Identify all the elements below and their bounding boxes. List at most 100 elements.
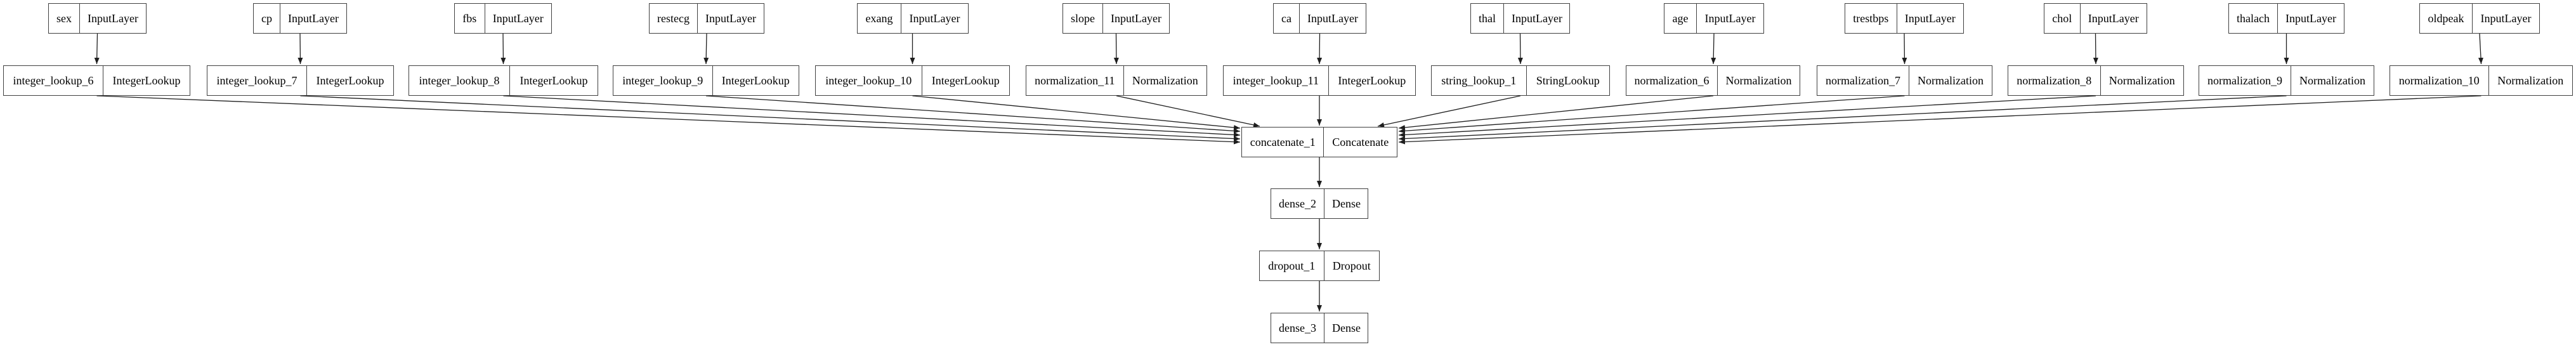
layer-type: Normalization (1132, 74, 1198, 87)
node-ca: ca InputLayer (1273, 3, 1366, 34)
layer-type: StringLookup (1536, 74, 1600, 87)
layer-name: ca (1274, 4, 1300, 33)
edge-il8-concat (503, 95, 1241, 138)
layer-name: dense_2 (1271, 189, 1324, 218)
edge-sex (94, 33, 100, 65)
layer-type: Normalization (2109, 74, 2175, 87)
edge-norm8-concat (1398, 95, 2096, 138)
node-exang: exang InputLayer (857, 3, 969, 34)
layer-name: integer_lookup_11 (1224, 66, 1329, 95)
layer-type: InputLayer (2285, 11, 2336, 25)
edge-sl1-concat (1377, 95, 1521, 128)
layer-name: dropout_1 (1260, 251, 1324, 280)
edge-cp (297, 33, 303, 65)
node-normalization-6: normalization_6 Normalization (1626, 65, 1800, 96)
layer-type: Dense (1331, 197, 1361, 210)
layer-type: InputLayer (705, 11, 756, 25)
layer-type: InputLayer (492, 11, 544, 25)
layer-name: dense_3 (1271, 313, 1324, 343)
layer-type: IntegerLookup (316, 74, 384, 87)
node-oldpeak: oldpeak InputLayer (2419, 3, 2540, 34)
node-concatenate-1: concatenate_1 Concatenate (1241, 127, 1397, 157)
edge-slope (1113, 33, 1119, 65)
layer-name: integer_lookup_10 (816, 66, 922, 95)
edge-norm9-concat (1398, 95, 2287, 141)
layer-name: normalization_8 (2008, 66, 2101, 95)
layer-type: InputLayer (1307, 11, 1358, 25)
layer-name: string_lookup_1 (1432, 66, 1527, 95)
layer-type: IntegerLookup (931, 74, 1000, 87)
edge-fbs (500, 33, 506, 65)
node-restecg: restecg InputLayer (649, 3, 764, 34)
layer-type: InputLayer (1904, 11, 1956, 25)
edge-age (1711, 33, 1716, 65)
layer-name: normalization_10 (2390, 66, 2489, 95)
layer-name: thalach (2229, 4, 2279, 33)
layer-name: cp (254, 4, 281, 33)
layer-name: normalization_11 (1026, 66, 1124, 95)
layer-name: trestbps (1845, 4, 1897, 33)
edge-il10-concat (912, 95, 1241, 130)
layer-name: restecg (650, 4, 698, 33)
layer-type: Dense (1331, 321, 1361, 334)
edge-il9-concat (705, 95, 1241, 134)
node-dense-2: dense_2 Dense (1271, 188, 1368, 219)
layer-type: Normalization (2497, 74, 2564, 87)
node-normalization-7: normalization_7 Normalization (1817, 65, 1992, 96)
layer-type: Normalization (2299, 74, 2365, 87)
node-thal: thal InputLayer (1470, 3, 1570, 34)
node-fbs: fbs InputLayer (454, 3, 552, 34)
edge-trestbps (1902, 33, 1907, 65)
layer-type: InputLayer (88, 11, 138, 25)
layer-type: InputLayer (1111, 11, 1161, 25)
node-normalization-8: normalization_8 Normalization (2008, 65, 2184, 96)
layer-name: normalization_6 (1626, 66, 1718, 95)
layer-name: integer_lookup_9 (613, 66, 713, 95)
node-integer-lookup-7: integer_lookup_7 IntegerLookup (207, 65, 394, 96)
layer-type: InputLayer (2088, 11, 2139, 25)
node-integer-lookup-11: integer_lookup_11 IntegerLookup (1223, 65, 1416, 96)
node-age: age InputLayer (1664, 3, 1764, 34)
node-normalization-10: normalization_10 Normalization (2390, 65, 2573, 96)
edge-il7-concat (300, 95, 1241, 141)
node-normalization-9: normalization_9 Normalization (2199, 65, 2374, 96)
node-normalization-11: normalization_11 Normalization (1026, 65, 1207, 96)
layer-type: InputLayer (2480, 11, 2532, 25)
node-sex: sex InputLayer (48, 3, 147, 34)
edge-norm10-concat (1398, 95, 2481, 145)
layer-type: Concatenate (1332, 135, 1389, 148)
node-integer-lookup-10: integer_lookup_10 IntegerLookup (815, 65, 1010, 96)
edge-restecg (703, 33, 709, 65)
layer-name: exang (858, 4, 902, 33)
node-slope: slope InputLayer (1062, 3, 1170, 34)
layer-name: normalization_7 (1817, 66, 1909, 95)
layer-type: InputLayer (288, 11, 339, 25)
layer-name: integer_lookup_6 (4, 66, 104, 95)
edge-il6-concat (96, 95, 1241, 145)
node-thalach: thalach InputLayer (2228, 3, 2344, 34)
layer-type: Normalization (1725, 74, 1792, 87)
layer-type: IntegerLookup (112, 74, 181, 87)
edge-oldpeak (2478, 33, 2483, 65)
layer-name: concatenate_1 (1242, 128, 1324, 157)
layer-name: chol (2044, 4, 2081, 33)
node-trestbps: trestbps InputLayer (1845, 3, 1964, 34)
edge-norm11-concat (1116, 95, 1260, 128)
node-integer-lookup-9: integer_lookup_9 IntegerLookup (613, 65, 799, 96)
layer-name: fbs (455, 4, 485, 33)
edge-thal (1517, 33, 1523, 65)
node-integer-lookup-6: integer_lookup_6 IntegerLookup (3, 65, 190, 96)
layer-name: age (1664, 4, 1697, 33)
layer-type: Normalization (1918, 74, 1984, 87)
layer-name: sex (49, 4, 81, 33)
edge-norm7-concat (1398, 95, 1905, 134)
layer-name: thal (1471, 4, 1504, 33)
layer-type: IntegerLookup (721, 74, 790, 87)
edge-ca (1317, 33, 1323, 65)
layer-type: IntegerLookup (1338, 74, 1406, 87)
layer-name: integer_lookup_8 (409, 66, 511, 95)
layer-type: Dropout (1332, 259, 1371, 272)
node-dropout-1: dropout_1 Dropout (1259, 251, 1380, 281)
